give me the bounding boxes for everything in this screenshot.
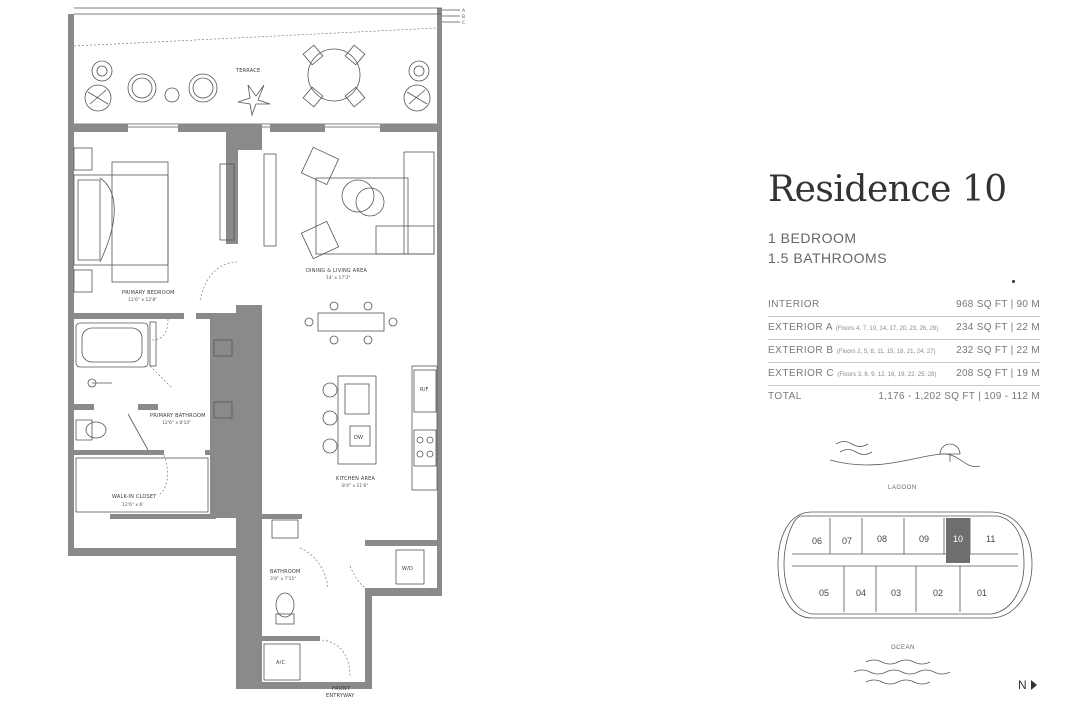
- bedroom-count: 1 BEDROOM: [768, 230, 857, 246]
- unit-04: 04: [856, 588, 866, 598]
- row-note: (Floors 2, 5, 8, 11, 15, 18, 21, 24, 27): [836, 349, 936, 355]
- north-label: N: [1018, 678, 1027, 692]
- lounge-chair-icon: [127, 73, 157, 103]
- row-value: 208 SQ FT | 19 M: [956, 368, 1040, 379]
- highlighted-unit: [946, 518, 970, 563]
- dining-living-area: DINING & LIVING AREA 14' x 17'3": [300, 146, 435, 345]
- lounge-chair-icon: [188, 73, 218, 103]
- row-value: 234 SQ FT | 22 M: [956, 322, 1040, 333]
- unit-05: 05: [819, 588, 829, 598]
- dining-living-label: DINING & LIVING AREA: [306, 268, 367, 274]
- row-value: 1,176 - 1,202 SQ FT | 109 - 112 M: [878, 391, 1040, 402]
- plant-icon: [237, 84, 271, 117]
- residence-info-panel: Residence 10 1 BEDROOM 1.5 BATHROOMS INT…: [768, 168, 1040, 408]
- kitchen-dim: 8'4" x 11'6": [342, 483, 368, 489]
- row-label: EXTERIOR B: [768, 345, 834, 356]
- primary-bathroom-dim: 12'6" x 8'10": [162, 420, 191, 426]
- ocean-wave-icon: [853, 659, 951, 685]
- unit-09: 09: [919, 534, 929, 544]
- kitchen-area: DW R/F KITCHEN AREA 8'4" x 11'6": [322, 365, 438, 491]
- unit-08: 08: [877, 534, 887, 544]
- primary-bedroom-label: PRIMARY BEDROOM: [122, 290, 175, 296]
- table-row: INTERIOR 968 SQ FT | 90 M: [768, 294, 1040, 317]
- exterior-walls: [68, 124, 442, 689]
- dining-set-icon: [302, 44, 366, 108]
- table-row: TOTAL 1,176 - 1,202 SQ FT | 109 - 112 M: [768, 386, 1040, 408]
- walk-in-closet-label: WALK-IN CLOSET: [112, 494, 157, 500]
- terrace: TERRACE A B C: [68, 7, 466, 132]
- area-table: INTERIOR 968 SQ FT | 90 M EXTERIOR A (Fl…: [768, 294, 1040, 408]
- building-outline: [777, 511, 1033, 619]
- primary-bedroom-dim: 12'6" x 12'8": [128, 297, 157, 303]
- interior-walls: [74, 313, 437, 641]
- bathroom-label: BATHROOM: [270, 569, 301, 575]
- marker-dot: [1012, 280, 1015, 283]
- primary-bathroom: PRIMARY BATHROOM 12'6" x 8'10": [75, 318, 233, 495]
- row-label: TOTAL: [768, 391, 802, 402]
- table-row: EXTERIOR A (Floors 4, 7, 10, 14, 17, 20,…: [768, 317, 1040, 340]
- row-note: (Floors 3, 6, 9, 12, 16, 19, 22, 25, 28): [837, 372, 937, 378]
- plant-icon: [84, 60, 113, 112]
- bathroom: BATHROOM 3'8" x 7'11" W/D A/C FRONT ENTR…: [263, 519, 425, 699]
- umbrella-icon: [939, 443, 961, 462]
- bathroom-count: 1.5 BATHROOMS: [768, 250, 888, 266]
- north-compass: N: [1018, 678, 1037, 692]
- unit-11: 11: [986, 534, 995, 544]
- kitchen-label: KITCHEN AREA: [336, 476, 376, 482]
- unit-06: 06: [812, 536, 822, 546]
- floor-plan: TERRACE A B C PRIMARY BEDROOM 12'6" x 12…: [68, 7, 466, 699]
- section-mark-b: B: [462, 14, 465, 20]
- front-entryway-label-2: ENTRYWAY: [326, 693, 355, 699]
- dining-living-dim: 14' x 17'3": [326, 275, 350, 281]
- walk-in-closet: WALK-IN CLOSET 12'6" x 6': [75, 457, 209, 513]
- section-mark-a: A: [462, 8, 466, 14]
- refrigerator-label: R/F: [420, 387, 429, 393]
- section-mark-c: C: [462, 20, 465, 26]
- unit-10: 10: [953, 534, 963, 544]
- side-table-icon: [164, 87, 180, 103]
- washer-dryer-label: W/D: [402, 566, 413, 572]
- table-row: EXTERIOR C (Floors 3, 6, 9, 12, 16, 19, …: [768, 363, 1040, 386]
- terrace-label: TERRACE: [235, 68, 260, 74]
- key-plan: LAGOON 06 07 08 09 10 11 05 04 03 02 01 …: [777, 441, 1033, 685]
- lagoon-label: LAGOON: [888, 485, 917, 491]
- ocean-label: OCEAN: [891, 645, 915, 651]
- plant-icon: [403, 60, 431, 112]
- unit-01: 01: [977, 588, 987, 598]
- dishwasher-label: DW: [354, 435, 363, 441]
- bathroom-dim: 3'8" x 7'11": [270, 576, 296, 582]
- north-arrow-icon: [1030, 680, 1037, 690]
- ac-label: A/C: [276, 660, 286, 666]
- row-note: (Floors 4, 7, 10, 14, 17, 20, 23, 26, 29…: [835, 326, 939, 332]
- row-value: 232 SQ FT | 22 M: [956, 345, 1040, 356]
- unit-02: 02: [933, 588, 943, 598]
- row-label: EXTERIOR C: [768, 368, 835, 379]
- row-label: INTERIOR: [768, 299, 820, 310]
- row-label: EXTERIOR A: [768, 322, 833, 333]
- unit-03: 03: [891, 588, 901, 598]
- primary-bathroom-label: PRIMARY BATHROOM: [150, 413, 206, 419]
- row-value: 968 SQ FT | 90 M: [956, 299, 1040, 310]
- residence-title: Residence 10: [768, 169, 1007, 210]
- front-entryway-label: FRONT: [332, 686, 351, 692]
- table-row: EXTERIOR B (Floors 2, 5, 8, 11, 15, 18, …: [768, 340, 1040, 363]
- unit-07: 07: [842, 536, 852, 546]
- walk-in-closet-dim: 12'6" x 6': [122, 502, 144, 508]
- primary-bedroom: PRIMARY BEDROOM 12'6" x 12'8": [73, 147, 277, 303]
